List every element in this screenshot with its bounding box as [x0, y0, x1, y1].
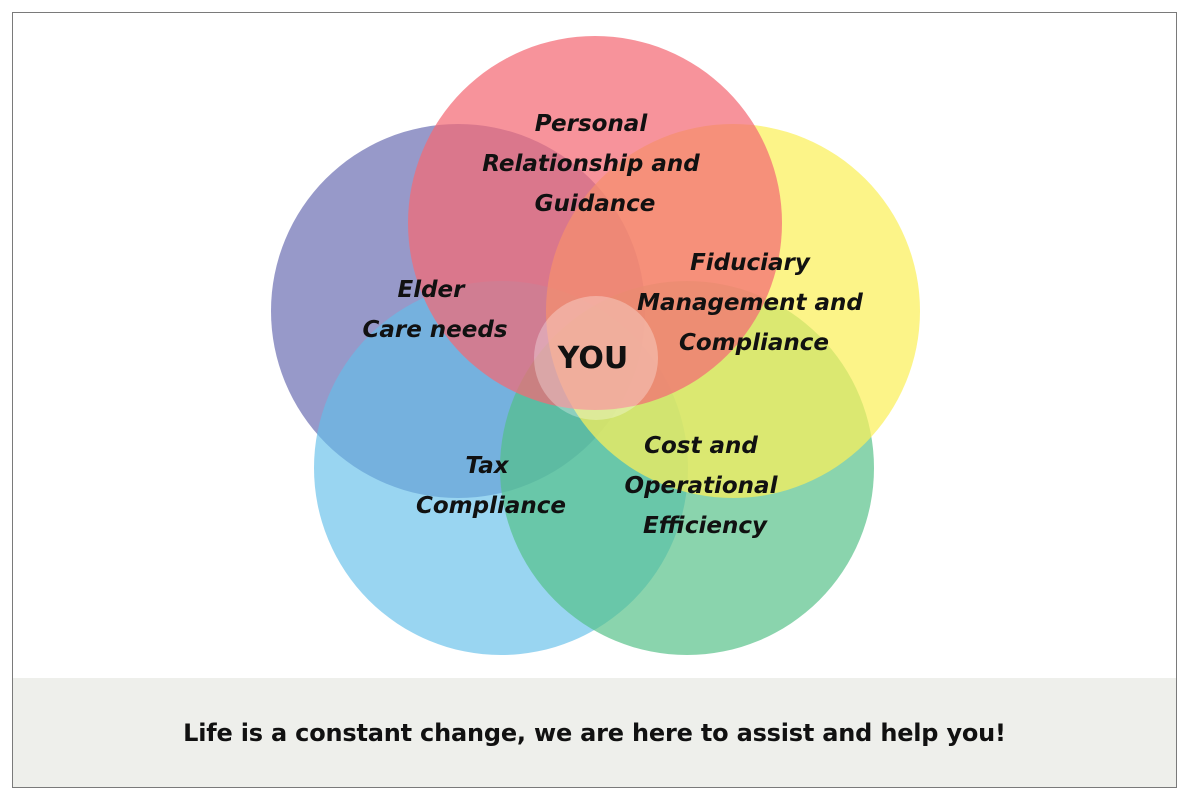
circle-personal: [408, 36, 782, 410]
label-line: Operational: [625, 473, 779, 499]
label-cost: Cost and Operational Efficiency: [625, 433, 786, 539]
center-circle: [534, 296, 658, 420]
venn-diagram: Personal Relationship and Guidance Fiduc…: [271, 36, 920, 655]
label-line: Cost and: [644, 433, 758, 459]
label-line: Compliance: [679, 330, 829, 356]
label-line: Tax: [465, 453, 509, 479]
label-line: Efficiency: [643, 513, 768, 539]
label-line: Fiduciary: [690, 250, 811, 276]
label-line: Elder: [397, 277, 466, 303]
label-line: Personal: [535, 111, 649, 137]
footer-tagline: Life is a constant change, we are here t…: [183, 718, 1006, 747]
label-elder: Elder Care needs: [362, 277, 507, 343]
label-line: Guidance: [535, 191, 656, 217]
label-personal: Personal Relationship and Guidance: [482, 111, 707, 217]
diagram-frame: Personal Relationship and Guidance Fiduc…: [12, 12, 1177, 788]
center-label: YOU: [557, 341, 629, 376]
label-line: Compliance: [416, 493, 566, 519]
label-fiduciary: Fiduciary Management and Compliance: [637, 250, 871, 356]
label-line: Relationship and: [482, 151, 700, 177]
label-line: Care needs: [362, 317, 507, 343]
footer-banner: Life is a constant change, we are here t…: [13, 678, 1176, 787]
label-tax: Tax Compliance: [416, 453, 566, 519]
label-line: Management and: [637, 290, 863, 316]
